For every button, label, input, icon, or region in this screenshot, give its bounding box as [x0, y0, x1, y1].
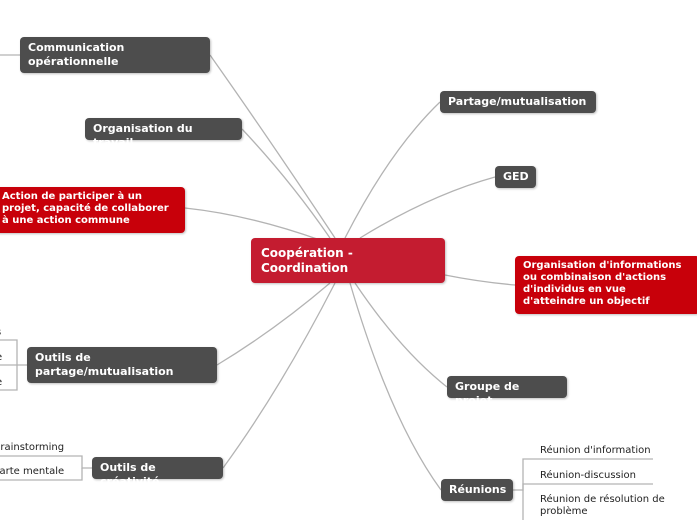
topic-ged-label: GED [503, 170, 529, 183]
topic-organisation-travail-label: Organisation du travail [93, 122, 193, 149]
topic-organisation-info[interactable]: Organisation d'informations ou combinais… [515, 256, 697, 314]
link-ged [359, 176, 496, 239]
center-topic-label: Coopération - Coordination [261, 246, 353, 275]
link-groupe [354, 282, 448, 388]
leaf-partage-fragment-1[interactable]: s [0, 327, 1, 339]
link-outils-creativite [222, 282, 336, 469]
topic-reunions-label: Réunions [449, 483, 507, 496]
topic-outils-creativite-label: Outils de créativité [100, 461, 160, 488]
link-organisation-info [444, 274, 516, 286]
topic-outils-partage[interactable]: Outils de partage/mutualisation [27, 347, 217, 383]
topic-communication-label: Communication opérationnelle [28, 41, 125, 68]
link-action [184, 207, 321, 241]
topic-outils-partage-label: Outils de partage/mutualisation [35, 351, 174, 378]
topic-groupe-projet[interactable]: Groupe de projet [447, 376, 567, 407]
leaf-reunion-discussion[interactable]: Réunion-discussion [540, 470, 636, 481]
link-communication [209, 54, 336, 239]
topic-organisation-travail[interactable]: Organisation du travail [85, 118, 242, 149]
leaf-partage-fragment-3[interactable]: e [0, 377, 2, 389]
topic-ged[interactable]: GED [495, 166, 536, 188]
topic-action-label: Action de participer à un projet, capaci… [2, 191, 169, 226]
link-organisation-travail [241, 128, 331, 239]
leaf-carte-mentale[interactable]: carte mentale [0, 466, 65, 477]
topic-reunions[interactable]: Réunions [441, 479, 513, 501]
topic-groupe-projet-label: Groupe de projet [455, 380, 520, 407]
topic-outils-creativite[interactable]: Outils de créativité [92, 457, 223, 488]
link-outils-partage [216, 282, 331, 366]
leaf-partage-fragment-2[interactable]: e [0, 352, 2, 364]
center-topic[interactable]: Coopération - Coordination [251, 238, 445, 283]
link-partage [344, 101, 441, 239]
link-reunions [349, 282, 442, 491]
topic-partage[interactable]: Partage/mutualisation [440, 91, 596, 113]
leaf-brainstorming[interactable]: brainstorming [0, 442, 65, 453]
topic-action[interactable]: Action de participer à un projet, capaci… [0, 187, 185, 233]
topic-organisation-info-label: Organisation d'informations ou combinais… [523, 260, 682, 307]
leaf-reunion-resolution[interactable]: Réunion de résolution de problème [540, 494, 665, 517]
topic-communication[interactable]: Communication opérationnelle [20, 37, 210, 73]
topic-partage-label: Partage/mutualisation [448, 95, 587, 108]
leaf-reunion-information[interactable]: Réunion d'information [540, 445, 651, 456]
